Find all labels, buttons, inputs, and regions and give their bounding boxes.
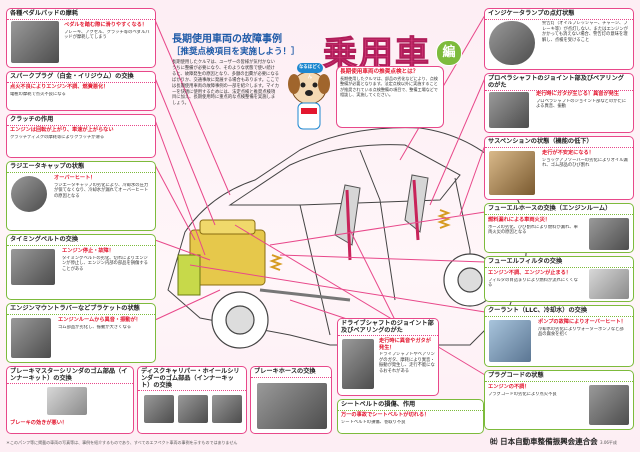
caliper-photo-1 xyxy=(144,395,174,423)
box-text: ホースの劣化、ひび割れにより燃料が漏れ、車両火災の原因となる xyxy=(488,224,578,236)
subtitle-recommended-inspection: ［推奨点検項目を実施しよう！］ xyxy=(172,47,300,57)
box-warning: 走行時にガタが生じる！異音が発生 xyxy=(536,91,620,97)
box-text: フィルタの目詰まりにより燃料が流れにくくなる xyxy=(488,277,578,289)
box-warning: 走行時に異音やガタが発生！ xyxy=(379,338,431,351)
box-text: クラッチディスクの摩耗等によりクラッチが滑る xyxy=(10,134,105,140)
box-warning: 走行が不安定になる！ xyxy=(542,150,594,156)
box-text: 警告灯（オイルプレッシャー、チャージ、ブレーキ等）が点灯しない、またはエンジンが… xyxy=(542,21,628,43)
box-header: ブレーキホースの交換 xyxy=(251,367,331,378)
mascot-name-badge: なるほどくん xyxy=(297,63,323,80)
master-cylinder-photo xyxy=(47,387,87,415)
subtitle-long-term-vehicles: 長期使用車両の故障事例 xyxy=(172,34,282,45)
box-seatbelt: シートベルトの損傷、作用 万一の事故でシートベルトが切れる！ シートベルトの損傷… xyxy=(337,399,484,434)
box-fuel-filter: フューエルフィルタの交換 エンジン不調、エンジンが止まる！ フィルタの目詰まりに… xyxy=(484,256,634,302)
pedal-photo xyxy=(11,21,59,63)
box-coolant: クーラント（LLC、冷却水）の交換 ポンプの故障によりオーバーヒート！ 冷却水の… xyxy=(484,305,634,367)
mascot-character xyxy=(288,71,330,130)
brake-hose-photo xyxy=(257,383,327,429)
drive-shaft-photo xyxy=(342,339,374,389)
plug-cord-photo xyxy=(589,385,629,425)
box-header: ブレーキマスターシリンダのゴム部品（インナーキット）の交換 xyxy=(7,367,133,384)
box-header: エンジンマウントラバーなどブラケットの状態 xyxy=(7,304,155,315)
timing-belt-photo xyxy=(11,249,55,285)
box-text: ブレーキ、アクセル、クラッチ等のペダルパッドが摩耗してしまう xyxy=(64,29,150,41)
title-hen-badge: 編 xyxy=(436,40,462,66)
box-text: ゴム部品が劣化し、振動が大きくなる xyxy=(58,324,132,330)
box-clutch: クラッチの作用 エンジンは回転が上がり、車速が上がらない クラッチディスクの摩耗… xyxy=(6,114,156,158)
callout-question: 長期使用車両の推奨点検とは？ xyxy=(340,69,419,75)
radiator-cap-photo xyxy=(11,176,47,212)
box-master-cylinder: ブレーキマスターシリンダのゴム部品（インナーキット）の交換 ブレーキの効きが悪い… xyxy=(6,366,134,434)
fuel-filter-photo xyxy=(589,269,629,299)
box-text: ラジエータキャップの劣化により、冷却水の圧力が保てなくなり、冷却水が漏れてオーバ… xyxy=(54,182,149,199)
caliper-photo-3 xyxy=(212,395,242,423)
propeller-shaft-photo xyxy=(489,92,529,128)
box-header: クーラント（LLC、冷却水）の交換 xyxy=(485,306,633,317)
gauge-cluster-photo xyxy=(489,21,535,65)
box-text: プラグコードの劣化により点火不良 xyxy=(488,391,557,397)
box-brake-hose: ブレーキホースの交換 xyxy=(250,366,332,434)
box-disc-caliper: ディスクキャリパー・ホイールシリンダーのゴム部品（インナーキット）の交換 xyxy=(137,366,247,434)
recommended-inspection-callout: 長期使用車両の推奨点検とは？ 長期使用したクルマは、部品の劣化などにより、点検整… xyxy=(336,66,444,128)
box-warning: エンジンの不調！ xyxy=(488,384,530,390)
box-drive-shaft: ドライブシャフトのジョイント部及びベアリングのがた 走行時に異音やガタが発生！ … xyxy=(337,318,439,396)
box-header: インジケータランプの点灯状態 xyxy=(485,9,633,20)
box-plug-cord: プラグコードの状態 エンジンの不調！ プラグコードの劣化により点火不良 xyxy=(484,370,634,430)
box-text: ショックアブソーバーの劣化によりオイル漏れ、ゴム部品のひび割れ xyxy=(542,157,628,169)
callout-text: 長期使用したクルマは、部品の劣化などにより、点検整備が必要となります。法定点検以… xyxy=(340,76,438,98)
box-header: スパークプラグ（白金・イリジウム）の交換 xyxy=(7,72,155,83)
box-warning: 万一の事故でシートベルトが切れる！ xyxy=(341,412,430,418)
caliper-photo-2 xyxy=(178,395,208,423)
box-warning: エンジン停止・故障！ xyxy=(62,248,114,254)
box-text: 電極の摩耗で点火不良になる xyxy=(10,91,66,97)
box-warning: エンジン不調、エンジンが止まる！ xyxy=(488,270,572,276)
box-text: シートベルトの損傷、巻取り不良 xyxy=(341,419,406,425)
box-text: プロペラシャフトのジョイント部などのがたによる異音、振動 xyxy=(536,98,627,110)
box-text: ドライブシャフトやベアリングのガタ、摩耗により異音・振動が発生し、走行不能になる… xyxy=(379,352,435,374)
footer-disclaimer: ＊このパンフ等に掲載の車両の写真等は、事例を紹介するものであり、すべてのエフペク… xyxy=(6,440,238,445)
fuel-hose-photo xyxy=(589,218,629,250)
box-warning: ポンプの故障によりオーバーヒート！ xyxy=(538,319,626,325)
box-propeller-shaft: プロペラシャフトのジョイント部及びベアリングのがた 走行時にガタが生じる！異音が… xyxy=(484,73,634,133)
box-warning: ペダルを踏む際に滑りやすくなる！ xyxy=(64,22,148,28)
box-warning: ブレーキの効きが悪い！ xyxy=(10,420,68,426)
box-header: クラッチの作用 xyxy=(7,115,155,126)
engine-mount-photo xyxy=(11,318,51,358)
box-text: タイミングベルトの劣化、切れによりエンジンが停止し、エンジン内部の部品を損傷する… xyxy=(62,255,148,272)
box-pedal-pad: 各種ペダルパッドの摩耗 ペダルを踏む際に滑りやすくなる！ ブレーキ、アクセル、ク… xyxy=(6,8,156,68)
box-timing-belt: タイミングベルトの交換 エンジン停止・故障！ タイミングベルトの劣化、切れにより… xyxy=(6,234,156,300)
box-header: フューエルホースの交換（エンジンルーム） xyxy=(485,204,633,215)
box-header: フューエルフィルタの交換 xyxy=(485,257,633,268)
box-spark-plug: スパークプラグ（白金・イリジウム）の交換 点火不良によりエンジン不調、燃費悪化！… xyxy=(6,71,156,111)
box-engine-mount: エンジンマウントラバーなどブラケットの状態 エンジンルームから異音・振動が！ ゴ… xyxy=(6,303,156,363)
suspension-photo xyxy=(489,151,535,195)
box-fuel-hose: フューエルホースの交換（エンジンルーム） 燃料漏れによる車両火災！ ホースの劣化… xyxy=(484,203,634,253)
footer-code: 3.06平成 xyxy=(600,440,617,445)
box-warning: エンジンルームから異音・振動が！ xyxy=(58,317,141,323)
box-header: タイミングベルトの交換 xyxy=(7,235,155,246)
box-header: プロペラシャフトのジョイント部及びベアリングのがた xyxy=(485,74,633,91)
box-warning: 点火不良によりエンジン不調、燃費悪化！ xyxy=(10,84,109,90)
coolant-photo xyxy=(489,320,531,362)
box-warning: 燃料漏れによる車両火災！ xyxy=(488,217,551,223)
box-header: ディスクキャリパー・ホイールシリンダーのゴム部品（インナーキット）の交換 xyxy=(138,367,246,391)
box-header: 各種ペダルパッドの摩耗 xyxy=(7,9,155,20)
box-header: プラグコードの状態 xyxy=(485,371,633,382)
box-warning: エンジンは回転が上がり、車速が上がらない xyxy=(10,127,114,133)
box-indicator-lamp: インジケータランプの点灯状態 警告灯（オイルプレッシャー、チャージ、ブレーキ等）… xyxy=(484,8,634,70)
box-header: ラジエータキャップの状態 xyxy=(7,162,155,173)
box-suspension: サスペンションの状態（機能の低下） 走行が不安定になる！ ショックアブソーバーの… xyxy=(484,136,634,200)
box-warning: オーバーヒート！ xyxy=(54,175,96,181)
box-header: シートベルトの損傷、作用 xyxy=(338,400,483,411)
box-header: サスペンションの状態（機能の低下） xyxy=(485,137,633,148)
intro-paragraph: 長期使用したクルマは、ユーザーの皆様が気付かないうちに整備が必要になり、そのよう… xyxy=(172,60,279,107)
box-radiator-cap: ラジエータキャップの状態 オーバーヒート！ ラジエータキャップの劣化により、冷却… xyxy=(6,161,156,231)
footer-organization: ㈳ 日本自動車整備振興会連合会 xyxy=(490,437,598,446)
box-text: 冷却水の劣化によりウォーターポンプなど部品の腐食を招く xyxy=(538,326,624,338)
box-header: ドライブシャフトのジョイント部及びベアリングのがた xyxy=(338,319,438,336)
